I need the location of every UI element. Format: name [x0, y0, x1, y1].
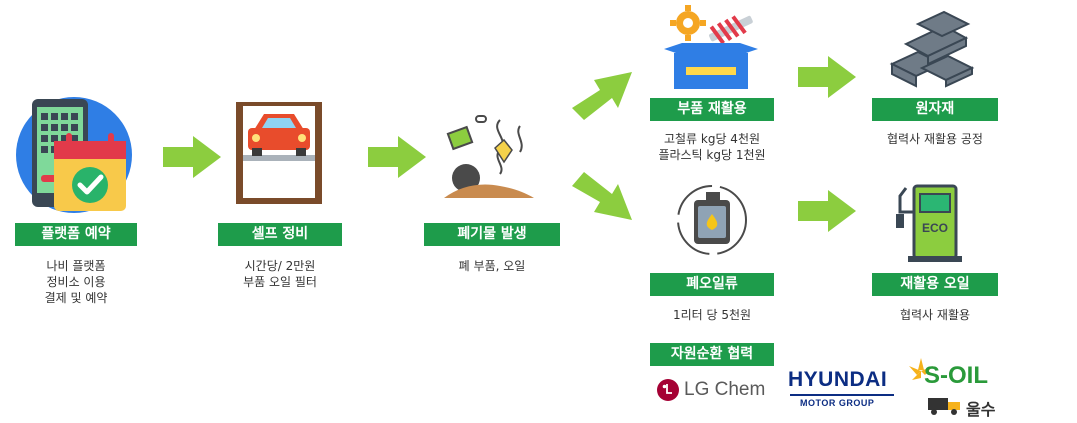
recycled-oil-desc: 협력사 재활용 [862, 307, 1008, 323]
partners-label: 자원순환 협력 [650, 343, 774, 366]
reservation-desc: 나비 플랫폼 정비소 이용 결제 및 예약 [15, 258, 137, 306]
hyundai-divider [790, 394, 894, 396]
raw-material-desc: 협력사 재활용 공정 [862, 131, 1008, 147]
hyundai-logo: HYUNDAI MOTOR GROUP [786, 368, 898, 410]
eco-text: ECO [922, 221, 948, 235]
car-lift-icon [236, 102, 322, 204]
lg-chem-logo: LG Chem [656, 375, 776, 405]
desc-line: 폐 부품, 오일 [458, 259, 526, 273]
oil-label: 폐오일류 [650, 273, 774, 296]
desc-line: 협력사 재활용 [899, 308, 971, 322]
desc-line: 부품 오일 필터 [243, 275, 317, 289]
desc-line: 1리터 당 5천원 [672, 308, 752, 322]
waste-desc: 폐 부품, 오일 [424, 258, 560, 274]
desc-line: 시간당/ 2만원 [244, 259, 316, 273]
arrow-right-4 [798, 190, 856, 232]
arrow-up-right [572, 72, 632, 120]
eco-fuel-pump-icon: ECO [896, 184, 962, 262]
parts-desc: 고철류 kg당 4천원 플라스틱 kg당 1천원 [636, 131, 788, 163]
fuel-truck-icon [928, 398, 960, 415]
steel-bars-icon [889, 10, 975, 88]
oil-desc: 1리터 당 5천원 [636, 307, 788, 323]
calendar-check-icon [16, 97, 132, 213]
lg-chem-text: LG Chem [684, 379, 766, 400]
s-oil-name: S-OIL [924, 362, 988, 389]
arrow-right-1 [163, 136, 221, 178]
waste-icon [444, 115, 534, 198]
self-service-label: 셀프 정비 [218, 223, 342, 246]
desc-line: 협력사 재활용 공정 [887, 132, 983, 146]
s-oil-logo: S-OIL 울수 [906, 356, 1018, 422]
desc-line: 나비 플랫폼 [46, 259, 106, 273]
recycled-oil-label: 재활용 오일 [872, 273, 998, 296]
lg-logo-icon [657, 379, 679, 401]
s-oil-sub: 울수 [966, 400, 996, 419]
hyundai-sub: MOTOR GROUP [800, 398, 875, 408]
waste-label: 폐기물 발생 [424, 223, 560, 246]
arrow-right-2 [368, 136, 426, 178]
desc-line: 플라스틱 kg당 1천원 [658, 148, 766, 162]
parts-label: 부품 재활용 [650, 98, 774, 121]
s-oil-sun-icon [909, 358, 933, 380]
hyundai-name: HYUNDAI [788, 368, 888, 391]
arrow-down-right [572, 172, 632, 220]
desc-line: 정비소 이용 [46, 275, 106, 289]
self-service-desc: 시간당/ 2만원 부품 오일 필터 [218, 258, 342, 290]
oil-can-icon [677, 185, 747, 255]
desc-line: 결제 및 예약 [44, 291, 108, 305]
arrow-right-3 [798, 56, 856, 98]
desc-line: 고철류 kg당 4천원 [663, 132, 761, 146]
raw-material-label: 원자재 [872, 98, 998, 121]
reservation-label: 플랫폼 예약 [15, 223, 137, 246]
parts-box-icon [664, 5, 758, 89]
